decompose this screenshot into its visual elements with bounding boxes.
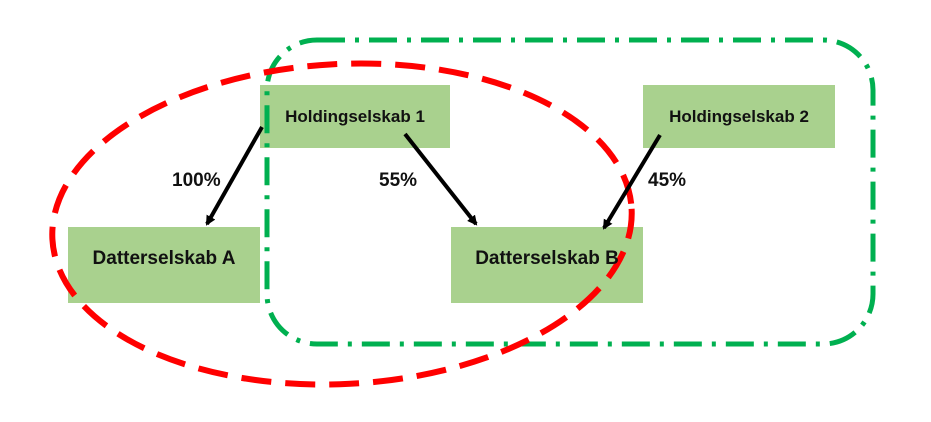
edge-label-h1-a: 100%: [172, 170, 221, 191]
subA-label: Datterselskab A: [92, 248, 236, 269]
holding2-label: Holdingselskab 2: [669, 106, 809, 126]
subB-box-bg: [451, 227, 643, 303]
arrow-h2-to-b: [602, 133, 662, 230]
subA-box: Datterselskab A: [68, 227, 260, 291]
holding1-label: Holdingselskab 1: [285, 106, 425, 126]
red-group-outline: [49, 60, 635, 388]
subB-box: Datterselskab B: [451, 227, 643, 291]
edge-label-h1-b: 55%: [379, 170, 418, 191]
holding2-box-bg: [643, 85, 835, 148]
holding1-box-bg: [260, 85, 450, 148]
subA-box-bg: [68, 227, 260, 303]
green-group-outline: [264, 37, 876, 347]
edge-label-h2-b: 45%: [648, 170, 687, 191]
arrow-h1-to-a: [205, 126, 264, 226]
holding2-box: Holdingselskab 2: [643, 85, 835, 148]
arrow-h1-to-b: [403, 132, 478, 226]
holding1-box: Holdingselskab 1: [260, 85, 450, 148]
subB-label: Datterselskab B: [475, 248, 619, 269]
